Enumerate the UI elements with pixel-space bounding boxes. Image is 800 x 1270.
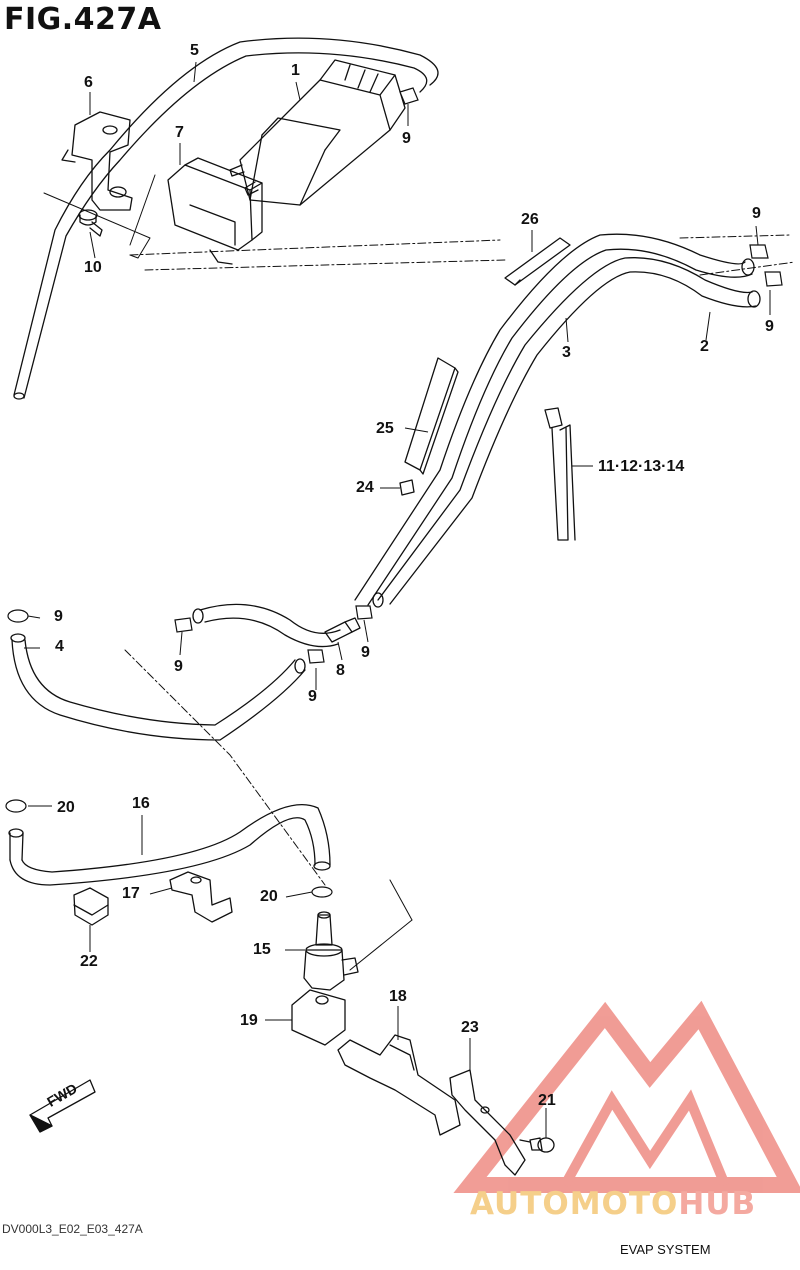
callout-19: 19: [240, 1012, 258, 1029]
watermark-text-part2: HUB: [678, 1186, 757, 1222]
callout-leaders: [24, 61, 771, 1138]
bracket-18: [337, 1034, 461, 1136]
assembly-leader-lines: [124, 234, 796, 886]
fwd-arrow-icon: [29, 1079, 96, 1133]
callout-7: 7: [175, 124, 184, 141]
cushion-24: [399, 479, 415, 496]
hose-2: [372, 257, 761, 608]
callout-5: 5: [190, 42, 199, 59]
callout-10: 10: [84, 259, 102, 276]
bracket-23: [449, 1069, 526, 1176]
clamp-9f: [307, 649, 325, 664]
clip-22: [73, 887, 109, 926]
protector-25: [404, 357, 459, 475]
callout-8: 8: [336, 662, 345, 679]
watermark-text: AUTOMOTOHUB: [470, 1186, 756, 1222]
footer-code: DV000L3_E02_E03_427A: [2, 1222, 143, 1236]
clamp-20a: [5, 799, 27, 813]
hose-3: [354, 233, 755, 606]
purge-valve-15: [303, 911, 359, 991]
callout-22: 22: [80, 953, 98, 970]
figure-title: FIG.427A: [4, 2, 162, 37]
callout-17: 17: [122, 885, 140, 902]
callout-18: 18: [389, 988, 407, 1005]
callout-23: 23: [461, 1019, 479, 1036]
canister-1: [229, 59, 406, 206]
callout-1: 1: [291, 62, 300, 79]
callout-4: 4: [55, 638, 64, 655]
callout-6: 6: [84, 74, 93, 91]
cable-tie-11: [544, 407, 576, 541]
callout-26: 26: [521, 211, 539, 228]
hose-5: [13, 37, 439, 400]
clamp-9g: [355, 605, 373, 620]
callout-9-upper-right: 9: [752, 205, 761, 222]
callout-21: 21: [538, 1092, 556, 1109]
clamp-20b: [311, 886, 333, 898]
callout-20-left: 20: [57, 799, 75, 816]
cover-19: [291, 989, 346, 1046]
joint-8: [324, 617, 361, 643]
watermark-text-part1: AUTOMOTO: [470, 1186, 679, 1222]
callout-2: 2: [700, 338, 709, 355]
callout-16: 16: [132, 795, 150, 812]
tape-26: [504, 237, 571, 286]
bracket-7: [167, 157, 263, 265]
callout-15: 15: [253, 941, 271, 958]
callout-9-top-canister: 9: [402, 130, 411, 147]
callout-20-valve: 20: [260, 888, 278, 905]
callout-9-joint: 9: [361, 644, 370, 661]
clamp-9d: [7, 609, 29, 623]
callout-24: 24: [356, 479, 374, 496]
callout-3: 3: [562, 344, 571, 361]
callout-9-left: 9: [54, 608, 63, 625]
clamp-9c: [764, 271, 783, 287]
clamp-9e: [174, 617, 193, 633]
callout-9-right: 9: [765, 318, 774, 335]
watermark-logo: [453, 1000, 800, 1193]
callout-9-mid-left: 9: [174, 658, 183, 675]
hose-4: [10, 603, 341, 741]
bracket-6: [61, 111, 133, 211]
hose-clamps: [5, 87, 783, 898]
hose-16: [8, 804, 331, 886]
clamp-9b: [749, 244, 769, 259]
callout-9-mid: 9: [308, 688, 317, 705]
clamp-9a: [399, 87, 419, 105]
section-title: EVAP SYSTEM: [620, 1242, 711, 1257]
bolt-21: [519, 1137, 555, 1153]
callout-11-12-13-14: 11·12·13·14: [598, 458, 685, 475]
callout-25: 25: [376, 420, 394, 437]
clamp-17: [169, 871, 233, 923]
